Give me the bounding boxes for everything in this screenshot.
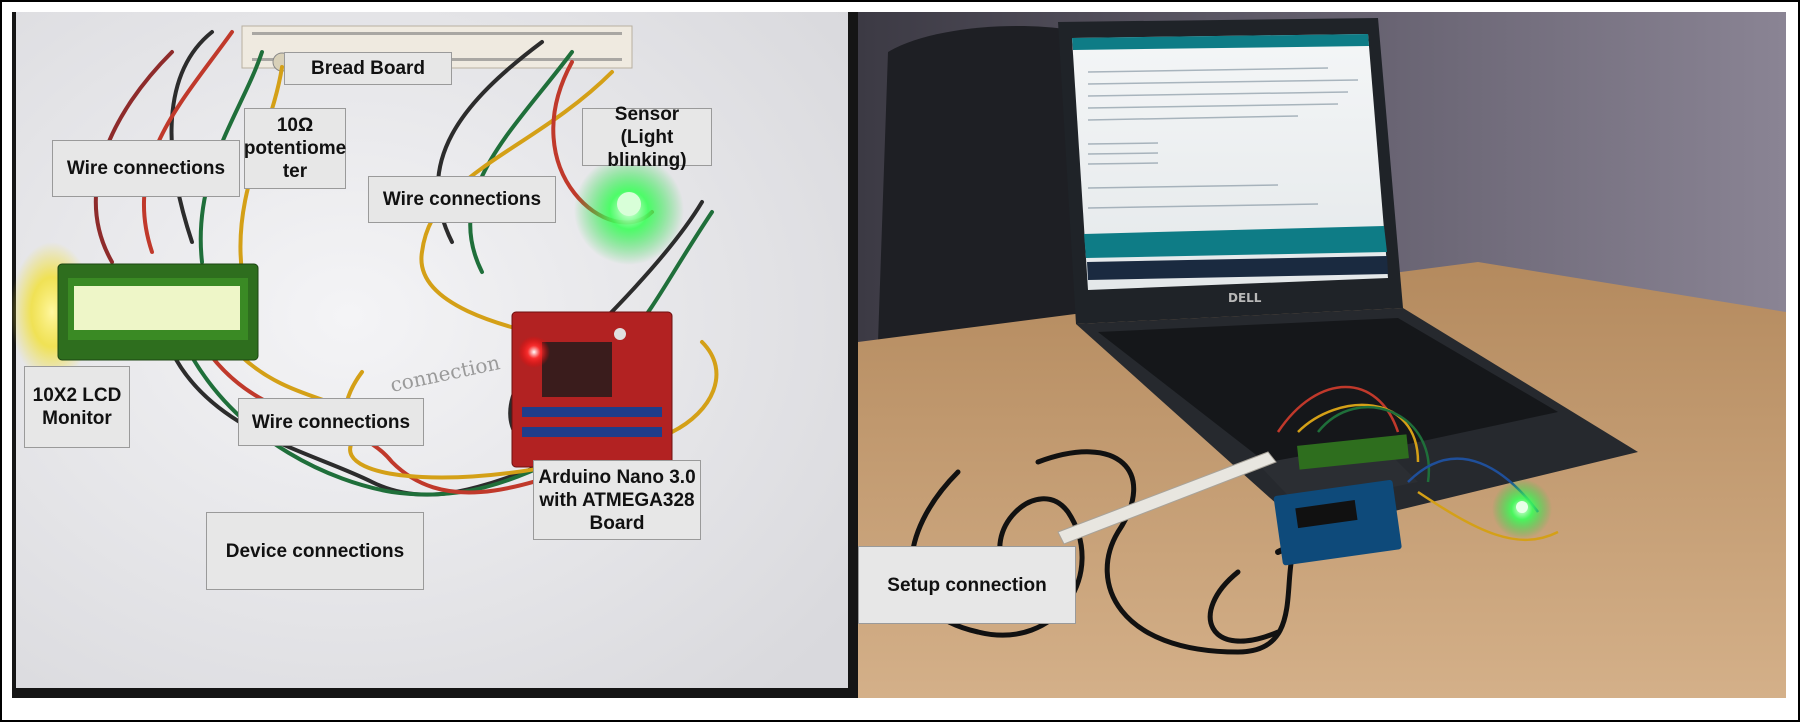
- right-photo-illustration: DELL: [858, 12, 1786, 698]
- left-photo-illustration: connection: [12, 12, 848, 688]
- arduino-uno-board: [1273, 479, 1402, 566]
- label-potentiometer: 10Ω potentiome ter: [244, 108, 346, 189]
- label-sensor: Sensor (Light blinking): [582, 104, 712, 171]
- label-wire-connections-bottom: Wire connections: [238, 398, 424, 446]
- label-arduino-board: Arduino Nano 3.0 with ATMEGA328 Board: [533, 460, 701, 540]
- label-wire-connections-top-left: Wire connections: [52, 140, 240, 197]
- breadboard-strip: [1057, 451, 1277, 545]
- label-bread-board: Bread Board: [284, 52, 452, 85]
- sensor-led: [617, 192, 641, 216]
- laptop-brand: DELL: [1228, 291, 1262, 305]
- table-lcd: [1297, 434, 1409, 470]
- wire-bundle: [94, 30, 719, 497]
- table-sensor-led: [1516, 501, 1528, 513]
- chair-back: [878, 25, 1118, 343]
- jumper-wires: [1276, 385, 1559, 541]
- label-device-connections: Device connections: [206, 512, 424, 590]
- label-lcd-monitor: 10X2 LCD Monitor: [24, 366, 130, 448]
- laptop: DELL: [1058, 18, 1638, 532]
- label-setup-connection: Setup connection: [858, 546, 1076, 624]
- left-photo-panel: connection Bread Board 10Ω potentiome te…: [12, 12, 858, 698]
- arduino-board: [511, 311, 673, 468]
- arduino-power-led: [518, 336, 550, 368]
- lcd-monitor: [57, 263, 259, 361]
- label-wire-connections-top-right: Wire connections: [368, 176, 556, 223]
